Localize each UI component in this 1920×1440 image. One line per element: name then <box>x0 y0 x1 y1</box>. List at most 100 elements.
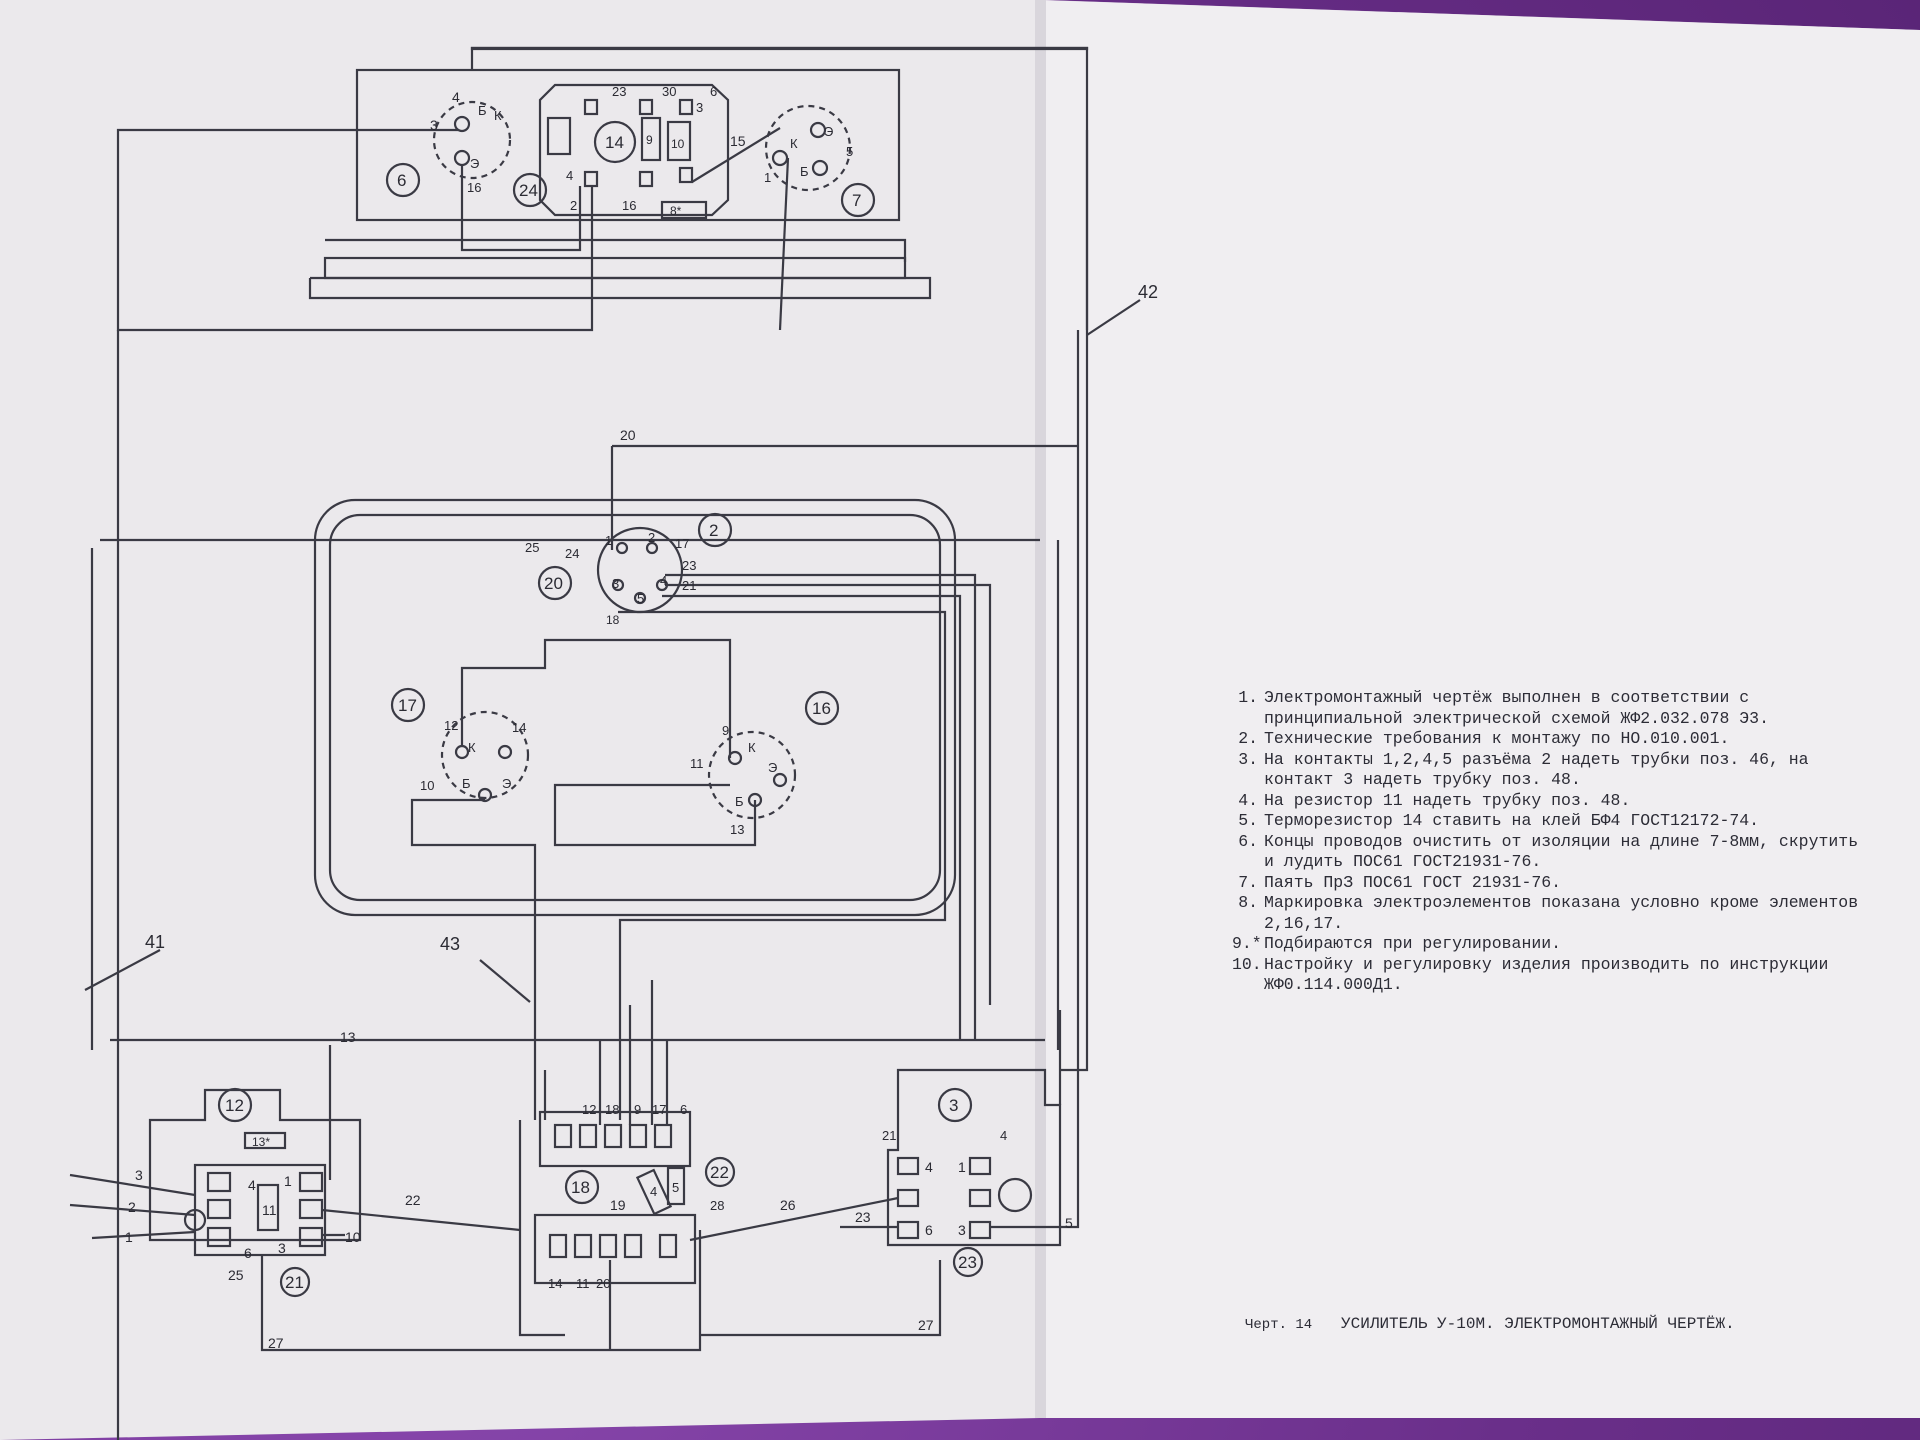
wire-label-23: 23 <box>682 558 696 573</box>
pos-circle-24 <box>512 172 548 208</box>
label-pos19: 19 <box>610 1197 626 1213</box>
term-top-6: 6 <box>710 84 717 99</box>
resistor-8 <box>660 200 708 220</box>
label-pos9: 9 <box>646 133 653 147</box>
term-k-6: К <box>494 108 502 123</box>
term-k-16: К <box>748 740 756 755</box>
wire-label-25b: 25 <box>228 1267 244 1283</box>
term-b-7: Б <box>800 164 809 179</box>
top-base-plate <box>323 256 907 280</box>
block12-pin1r: 1 <box>284 1173 292 1189</box>
term-top-4: 4 <box>452 89 460 105</box>
pin-2-3: 3 <box>612 576 619 591</box>
note-item: 7.Паять ПрЗ ПОС61 ГОСТ 21931-76. <box>1232 873 1872 894</box>
pos-circle-20 <box>537 565 573 601</box>
resistor-15 <box>546 116 572 156</box>
note-item: 2.Технические требования к монтажу по НО… <box>1232 729 1872 750</box>
pin-2-2: 2 <box>648 530 655 545</box>
note-item: 6.Концы проводов очистить от изоляции на… <box>1232 832 1872 873</box>
resistor-9 <box>640 116 662 162</box>
transistor-17 <box>440 710 530 800</box>
block12-pin3r: 3 <box>278 1240 286 1256</box>
block-3 <box>886 1068 1062 1247</box>
block3-1: 1 <box>958 1159 966 1175</box>
block3-3: 3 <box>958 1222 966 1238</box>
label-pos5: 5 <box>672 1180 679 1195</box>
transistor-6 <box>432 100 512 180</box>
label-pos13: 13* <box>252 1135 270 1149</box>
label-pos20: 20 <box>544 574 563 593</box>
note-text: Настройку и регулировку изделия производ… <box>1264 954 1829 995</box>
block18-18: 18 <box>605 1102 619 1117</box>
block12-pin6: 6 <box>244 1245 252 1261</box>
pos-circle-23 <box>952 1246 984 1278</box>
term-17-10: 10 <box>420 778 434 793</box>
bus-42 <box>1060 130 1089 1072</box>
paper-fold-shadow <box>1035 0 1046 1418</box>
label-pos23: 23 <box>958 1253 977 1272</box>
note-text: Терморезистор 14 ставить на клей БФ4 ГОС… <box>1264 811 1760 830</box>
note-text: Технические требования к монтажу по НО.0… <box>1264 729 1730 748</box>
drawing-number: Черт. 14 <box>1245 1317 1313 1333</box>
schematic-labels: 6 24 7 14 15 10 9 8* 2 20 17 16 12 13* 1… <box>125 84 1158 1351</box>
drawing-title: УСИЛИТЕЛЬ У-10М. ЭЛЕКТРОМОНТАЖНЫЙ ЧЕРТЁЖ… <box>1341 1315 1735 1333</box>
harness-loop-inner <box>328 513 942 902</box>
block12-wire10: 10 <box>345 1229 361 1245</box>
block-18 <box>538 1110 692 1168</box>
block18-9: 9 <box>634 1102 641 1117</box>
note-number: 4. <box>1238 790 1258 810</box>
term-top-5: 5 <box>846 144 853 159</box>
block18-6: 6 <box>680 1102 687 1117</box>
block12-pin3: 3 <box>135 1167 143 1183</box>
pos-circle-3 <box>937 1087 973 1123</box>
pin-2-5: 5 <box>637 591 644 606</box>
label-pos15: 15 <box>730 133 746 149</box>
top-base-step1 <box>325 238 907 262</box>
paper-right-shade <box>1046 0 1920 1418</box>
pos-circle-17 <box>390 687 426 723</box>
term-k-7: К <box>790 136 798 151</box>
wire-label-24: 24 <box>565 546 579 561</box>
term-17-14: 14 <box>512 720 526 735</box>
label-pos12: 12 <box>225 1096 244 1115</box>
term-top-16: 16 <box>467 180 481 195</box>
block18-12: 12 <box>582 1102 596 1117</box>
pos-circle-2 <box>697 512 733 548</box>
wire-label-13: 13 <box>340 1029 356 1045</box>
block3-4r: 4 <box>1000 1128 1007 1143</box>
term-b-16: Б <box>735 794 744 809</box>
pin-2-4: 4 <box>660 573 667 588</box>
term-e-16: Э <box>768 760 777 775</box>
wire-label-23b: 23 <box>855 1209 871 1225</box>
term-b-17: Б <box>462 776 471 791</box>
note-text: Маркировка электроэлементов показана усл… <box>1264 893 1859 933</box>
pos-circle-7 <box>840 182 876 218</box>
leader-42 <box>1086 299 1141 336</box>
term-top-3b: 3 <box>696 100 703 115</box>
label-ref42: 42 <box>1138 282 1158 302</box>
label-pos4: 4 <box>650 1184 657 1199</box>
note-number: 6. <box>1238 831 1258 851</box>
term-17-12: 12 <box>444 718 458 733</box>
transistor-16 <box>707 730 797 820</box>
note-item: 5.Терморезистор 14 ставить на клей БФ4 Г… <box>1232 811 1872 832</box>
term-16-13: 13 <box>730 822 744 837</box>
label-pos10: 10 <box>671 137 685 151</box>
note-number: 9.* <box>1232 934 1262 953</box>
wire-label-18: 18 <box>606 613 620 627</box>
wire-label-27: 27 <box>268 1335 284 1351</box>
note-item: 10.Настройку и регулировку изделия произ… <box>1232 955 1872 996</box>
term-16-9: 9 <box>722 723 729 738</box>
pos-circle-22 <box>704 1156 736 1188</box>
term-e-6: Э <box>470 156 479 171</box>
note-text: Электромонтажный чертёж выполнен в соотв… <box>1264 688 1769 728</box>
term-top-16b: 16 <box>622 198 636 213</box>
block-12 <box>148 1088 362 1242</box>
wire-label-22: 22 <box>405 1192 421 1208</box>
label-pos6: 6 <box>397 171 406 190</box>
harness-loop-outer <box>313 498 957 917</box>
label-ref41: 41 <box>145 932 165 952</box>
block12-pin2: 2 <box>128 1199 136 1215</box>
